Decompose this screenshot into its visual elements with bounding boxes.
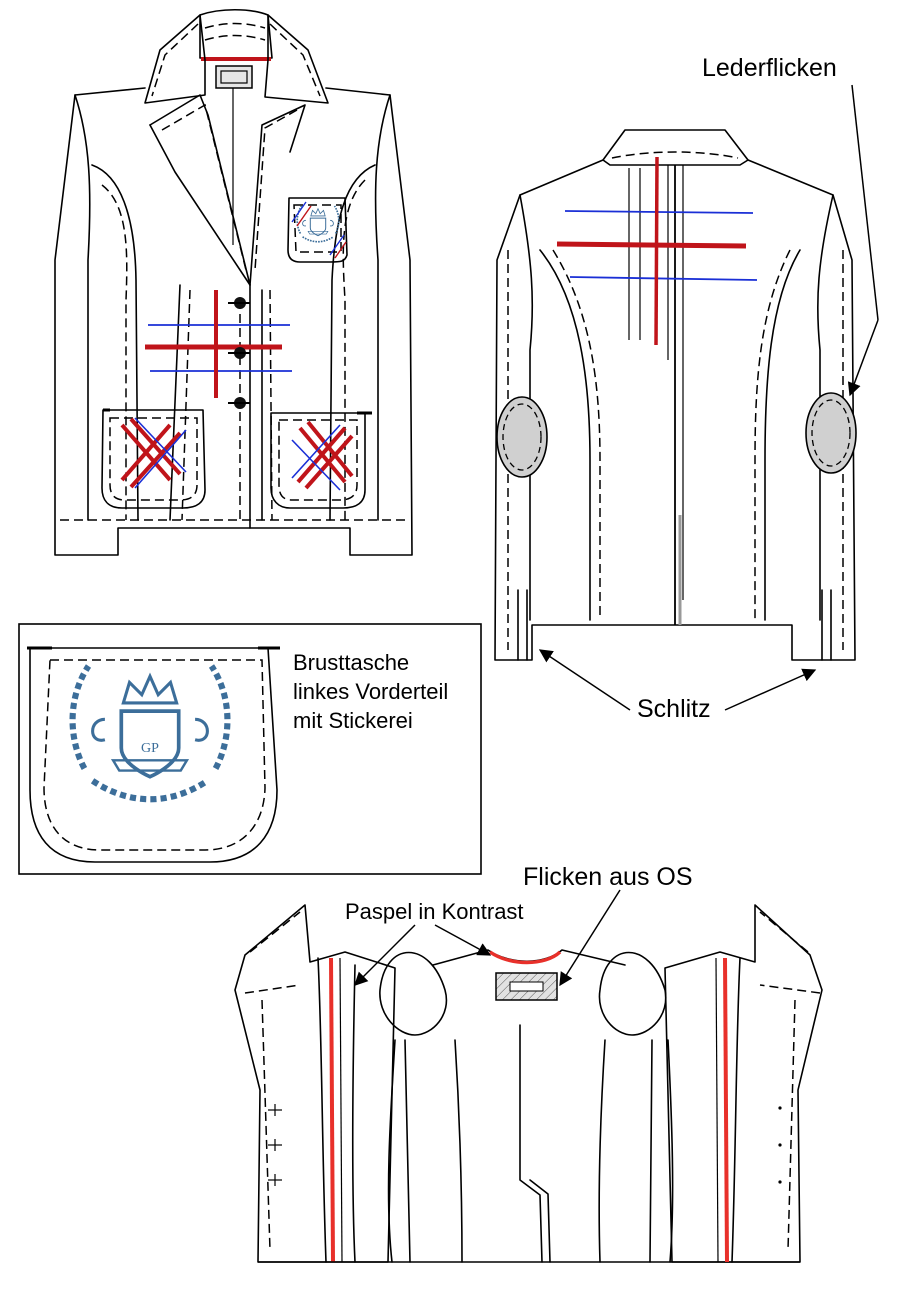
crest-monogram: GP: [141, 741, 159, 756]
back-view: [494, 84, 879, 711]
inside-view: [234, 889, 823, 1263]
pocket-text-line-3: mit Stickerei: [293, 708, 413, 733]
embroidered-crest-icon: [296, 205, 340, 243]
left-patch-pocket: [101, 408, 206, 509]
pocket-detail-box: GP: [18, 623, 482, 875]
pocket-text-line-1: Brusttasche: [293, 650, 410, 675]
label-pocket-description: Brusttasche linkes Vorderteil mit Sticke…: [293, 648, 448, 735]
pocket-text-line-2: linkes Vorderteil: [293, 679, 449, 704]
label-schlitz: Schlitz: [637, 695, 711, 723]
label-paspel-in-kontrast: Paspel in Kontrast: [345, 899, 524, 924]
leather-patch-left: [496, 396, 548, 478]
button-icon: [228, 297, 250, 409]
label-flicken-aus-os: Flicken aus OS: [523, 863, 693, 891]
right-patch-pocket: [270, 411, 372, 509]
leather-patch-right: [805, 392, 857, 474]
front-view: [54, 9, 413, 556]
label-lederflicken: Lederflicken: [702, 54, 837, 82]
embroidered-crest-icon: [73, 666, 228, 799]
